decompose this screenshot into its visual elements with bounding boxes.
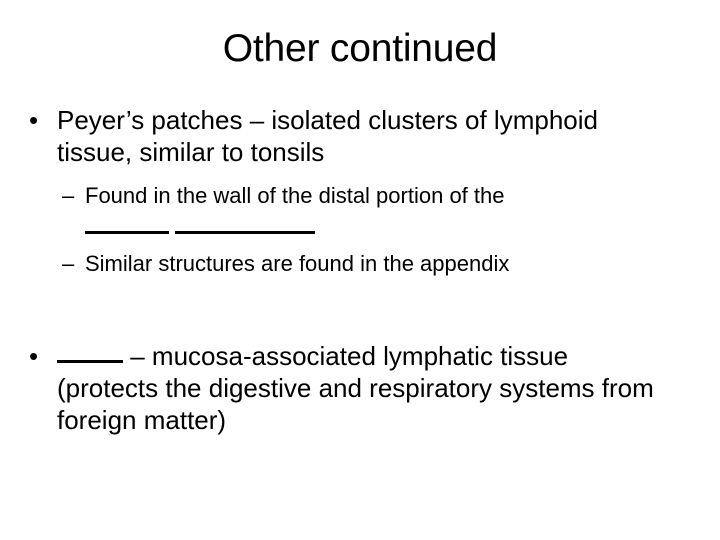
dash-marker-icon: – bbox=[62, 251, 75, 276]
blank-underline-second bbox=[175, 216, 315, 234]
bullet-marker-icon: • bbox=[29, 341, 39, 371]
bullet-text-container: – mucosa-associated lymphatic tissue (pr… bbox=[57, 340, 657, 436]
bullet-item-malt: • – mucosa-associated lymphatic tissue (… bbox=[0, 340, 720, 436]
spacer bbox=[0, 278, 720, 340]
bullet-text: Peyer’s patches – isolated clusters of l… bbox=[57, 105, 598, 167]
bullet-item-peyers-patches: • Peyer’s patches – isolated clusters of… bbox=[0, 104, 720, 168]
sub-bullet-text: Similar structures are found in the appe… bbox=[85, 251, 510, 276]
bullet-text: – mucosa-associated lymphatic tissue (pr… bbox=[57, 341, 654, 435]
spacer bbox=[0, 168, 720, 182]
slide-body: • Peyer’s patches – isolated clusters of… bbox=[0, 104, 720, 436]
sub-bullet-item-similar-structures: – Similar structures are found in the ap… bbox=[0, 250, 720, 278]
sub-bullet-text: Found in the wall of the distal portion … bbox=[85, 183, 505, 208]
fill-in-blank-row bbox=[0, 216, 720, 250]
sub-bullet-item-found-in-wall: – Found in the wall of the distal portio… bbox=[0, 182, 720, 210]
bullet-marker-icon: • bbox=[29, 105, 39, 135]
blank-underline-first bbox=[85, 216, 169, 234]
blank-underline-malt bbox=[57, 345, 123, 363]
dash-marker-icon: – bbox=[62, 183, 75, 208]
slide-title: Other continued bbox=[222, 27, 498, 70]
